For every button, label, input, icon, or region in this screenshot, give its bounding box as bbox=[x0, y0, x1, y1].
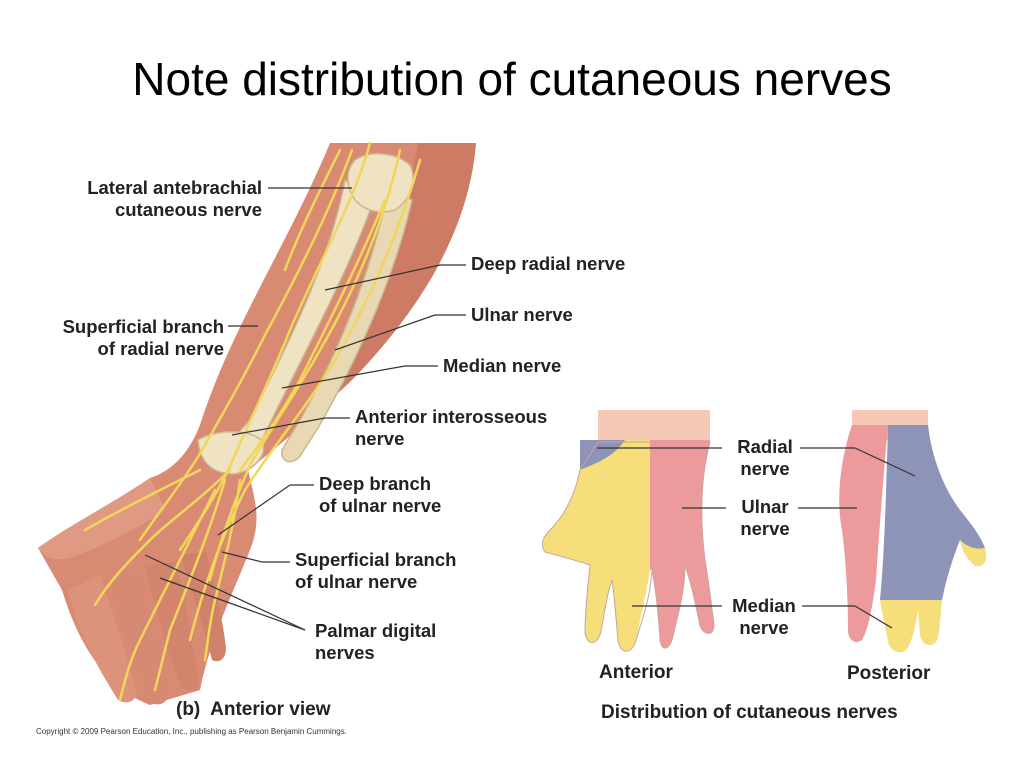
forearm-illustration bbox=[38, 141, 476, 705]
label-median: Median nerve bbox=[443, 355, 562, 376]
label-ulnar: Ulnar nerve bbox=[471, 304, 573, 325]
thumb bbox=[38, 478, 165, 560]
anterior-hand-map bbox=[541, 410, 715, 652]
hand-caption: Distribution of cutaneous nerves bbox=[601, 702, 898, 723]
label-median-nerve: Median nerve bbox=[732, 595, 796, 638]
label-lateral-antebrachial: Lateral antebrachial cutaneous nerve bbox=[87, 177, 262, 220]
posterior-hand-map bbox=[839, 410, 987, 653]
label-deep-radial: Deep radial nerve bbox=[471, 253, 626, 274]
forearm-nerves bbox=[83, 141, 422, 702]
arm-caption-letter: (b) bbox=[176, 699, 201, 720]
anterior-ulnar-zone bbox=[650, 440, 714, 649]
copyright-notice: Copyright © 2009 Pearson Education, Inc.… bbox=[36, 727, 347, 736]
anterior-outline bbox=[541, 441, 715, 652]
posterior-thumb-tip bbox=[960, 540, 987, 567]
label-posterior: Posterior bbox=[847, 663, 931, 684]
label-radial-nerve: Radial nerve bbox=[737, 436, 793, 479]
label-anterior-interosseous: Anterior interosseous nerve bbox=[355, 406, 548, 449]
label-anterior: Anterior bbox=[599, 662, 673, 683]
arm-caption: (b) Anterior view bbox=[176, 699, 331, 721]
label-palmar-digital: Palmar digital nerves bbox=[315, 620, 437, 663]
anterior-wrist bbox=[598, 410, 710, 442]
hand-leader-lines bbox=[597, 447, 916, 629]
posterior-ulnar-zone bbox=[839, 425, 888, 642]
finger-1 bbox=[68, 575, 137, 703]
arm-leader-lines bbox=[144, 187, 466, 631]
finger-2 bbox=[110, 570, 169, 705]
posterior-radial-zone bbox=[880, 425, 985, 600]
label-deep-ulnar: Deep branch of ulnar nerve bbox=[319, 473, 442, 516]
posterior-median-tips bbox=[880, 600, 942, 653]
anterior-median-zone bbox=[542, 440, 650, 652]
anterior-fingertips bbox=[612, 580, 636, 652]
label-superficial-radial: Superficial branch of radial nerve bbox=[62, 316, 224, 359]
label-ulnar-nerve: Ulnar nerve bbox=[740, 496, 790, 539]
wrist-carpals bbox=[197, 431, 265, 475]
arm-caption-text: Anterior view bbox=[210, 699, 331, 720]
finger-4 bbox=[180, 552, 226, 662]
label-superficial-ulnar: Superficial branch of ulnar nerve bbox=[295, 549, 457, 592]
slide-title: Note distribution of cutaneous nerves bbox=[132, 53, 892, 105]
